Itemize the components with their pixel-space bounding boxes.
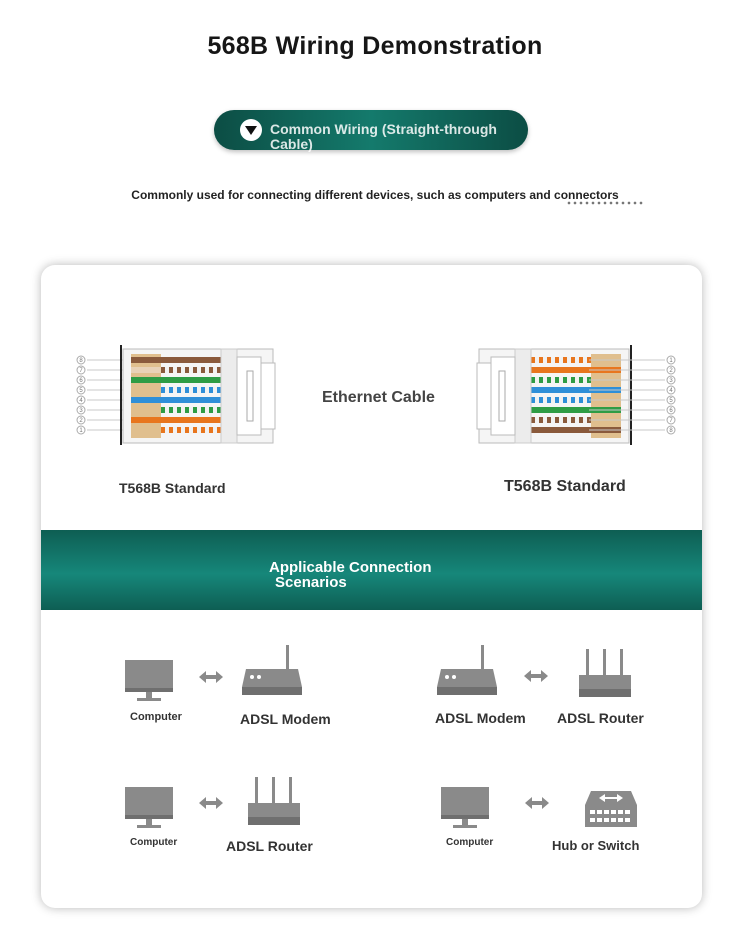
pin-number: 6 [79,378,83,384]
computer-icon [125,660,173,701]
pin-number: 4 [79,398,83,404]
computer-icon [441,787,489,828]
page-title: 568B Wiring Demonstration [207,32,543,60]
scenario-device-label: ADSL Router [557,710,644,726]
pin-number: 3 [669,378,673,384]
scenario-device-label: Computer [130,711,182,723]
scenario-device-label: Computer [446,837,494,848]
pin-number: 4 [669,388,673,394]
router-icon [579,649,631,697]
scenario-device-label: ADSL Modem [240,711,331,727]
usage-description: Commonly used for connecting different d… [131,188,619,202]
diagram-card: 8 7 6 5 4 3 2 1 [41,265,702,908]
rj45-connector-right: 1 2 3 4 5 6 7 8 [476,345,676,445]
scenario-device-label: ADSL Router [226,838,313,854]
computer-icon [125,787,173,828]
pin-number-badges-left [76,355,86,435]
scenario-device-label: Computer [130,837,178,848]
chevron-down-icon [240,119,262,141]
pin-number: 8 [79,358,83,364]
left-standard-label: T568B Standard [119,480,226,496]
pin-number: 6 [669,408,673,414]
scenario-device-label: ADSL Modem [435,710,526,726]
wire-set-left [131,357,221,433]
double-arrow-icon [199,797,223,809]
router-icon [248,777,300,825]
double-arrow-icon [199,671,223,683]
pin-number: 7 [669,418,673,424]
pin-number: 2 [79,418,83,424]
scenarios-banner [41,530,702,610]
pin-number: 7 [79,368,83,374]
pin-number: 5 [79,388,83,394]
double-arrow-icon [525,797,549,809]
double-arrow-icon [524,670,548,682]
modem-icon [437,645,497,695]
ethernet-cable-label: Ethernet Cable [322,389,435,406]
pin-number: 1 [79,428,83,434]
wire-set-right [531,357,621,433]
hub-switch-icon [585,791,637,827]
pin-number: 1 [669,358,673,364]
decorative-dots [566,200,644,206]
pin-number: 8 [669,428,673,434]
wiring-type-label: Common Wiring (Straight-through Cable) [270,121,497,152]
pin-number-badges-right [666,355,676,435]
pin-number: 3 [79,408,83,414]
right-standard-label: T568B Standard [504,478,626,495]
rj45-connector-left: 8 7 6 5 4 3 2 1 [76,345,276,445]
scenario-device-label: Hub or Switch [552,838,640,853]
pin-number: 5 [669,398,673,404]
pin-guides-right [589,359,665,431]
modem-icon [242,645,302,695]
pin-number: 2 [669,368,673,374]
scenarios-heading: Applicable Connection Scenarios [269,559,432,591]
wiring-type-pill: Common Wiring (Straight-through Cable) [214,110,528,152]
